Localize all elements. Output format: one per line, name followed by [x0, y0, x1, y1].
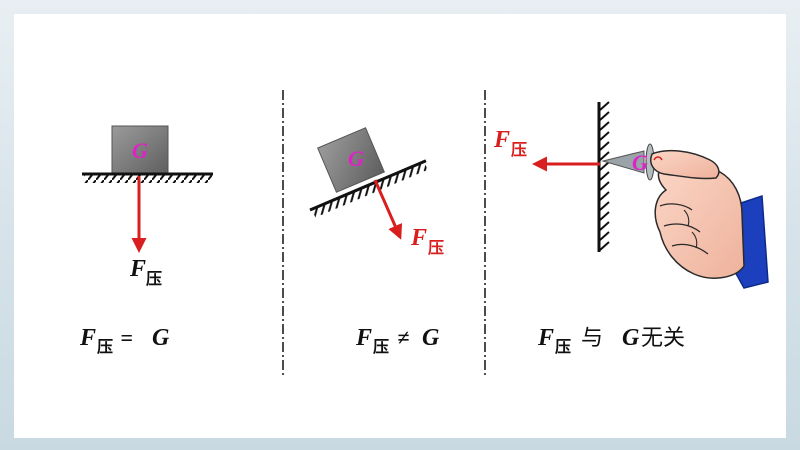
- pressure-force-label: F 压: [129, 256, 162, 288]
- panel-incline: G F 压 F 压 ≠ G: [309, 127, 444, 356]
- svg-text:G: G: [152, 325, 170, 351]
- equation-unrelated: F 压 与 G 无关: [537, 325, 685, 356]
- block-on-incline: [317, 127, 385, 193]
- hand-icon: [650, 149, 769, 289]
- equation-equal: F 压 = G: [79, 325, 170, 356]
- svg-text:压: 压: [97, 337, 113, 356]
- svg-text:G: G: [422, 325, 440, 351]
- svg-text:压: 压: [555, 337, 571, 356]
- svg-text:压: 压: [511, 140, 527, 159]
- svg-text:压: 压: [428, 238, 444, 257]
- svg-text:≠: ≠: [392, 325, 415, 350]
- svg-text:F: F: [493, 127, 510, 153]
- incline-surface: [309, 159, 428, 218]
- svg-text:=: =: [115, 325, 139, 350]
- svg-text:F: F: [355, 325, 372, 351]
- svg-text:G: G: [622, 325, 640, 351]
- horizontal-surface: [82, 172, 213, 183]
- block-weight-label: G: [348, 146, 364, 171]
- block-weight-label: G: [132, 138, 148, 163]
- svg-text:F: F: [79, 325, 96, 351]
- svg-text:压: 压: [373, 337, 389, 356]
- svg-text:无关: 无关: [641, 326, 685, 351]
- svg-text:F: F: [410, 225, 427, 251]
- panel-wall: F 压 G F 压 与: [493, 101, 769, 356]
- thumbtack-icon: [601, 143, 655, 181]
- equation-not-equal: F 压 ≠ G: [355, 325, 440, 356]
- svg-text:压: 压: [146, 269, 162, 288]
- svg-text:F: F: [537, 325, 554, 351]
- pressure-force-label: F 压: [493, 127, 527, 159]
- pressure-force-arrow: [373, 179, 403, 240]
- vertical-wall: [597, 101, 610, 252]
- pin-weight-label: G: [632, 150, 648, 175]
- pressure-force-label: F 压: [410, 225, 444, 257]
- svg-text:F: F: [129, 256, 146, 282]
- svg-text:与: 与: [574, 326, 610, 351]
- panel-horizontal: G F 压 F 压 = G: [79, 125, 213, 356]
